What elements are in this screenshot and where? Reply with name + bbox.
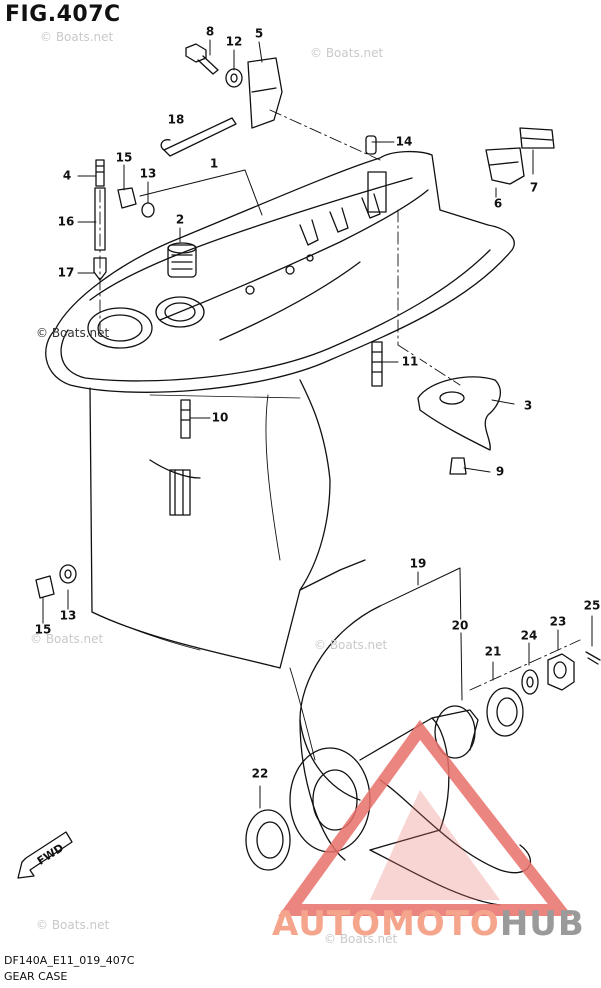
watermark: © Boats.net [310, 46, 384, 60]
watermark: © Boats.net [314, 638, 388, 652]
callout-6: 6 [492, 196, 504, 211]
pin-14 [365, 135, 377, 155]
bolt-10 [180, 399, 191, 439]
gear-case-skeg [89, 379, 331, 669]
watermark: © Boats.net [36, 918, 110, 932]
washer-21 [486, 687, 524, 737]
tube-16 [94, 187, 106, 251]
watermark: © Boats.net [324, 932, 398, 946]
gear-case-top-plate [45, 150, 515, 393]
bolt-11 [371, 341, 383, 387]
callout-14: 14 [394, 134, 414, 149]
brand-wordmark: AUTOMOTOHUB [272, 904, 585, 944]
washer-13 [141, 202, 155, 218]
washer-24 [521, 669, 539, 695]
plug-15 [117, 187, 137, 209]
callout-11: 11 [400, 354, 420, 369]
brand-part-2: HUB [499, 904, 585, 944]
strap-18 [163, 117, 237, 157]
bolt-8 [185, 43, 207, 63]
brand-part-1: AUTOMOTO [272, 904, 500, 944]
spacer-22 [245, 809, 291, 871]
figure-name: GEAR CASE [4, 970, 68, 983]
callout-15: 15 [114, 150, 134, 165]
callout-24: 24 [519, 628, 539, 643]
callout-7: 7 [528, 180, 540, 195]
watermark: © Boats.net [36, 326, 110, 340]
callout-18: 18 [166, 112, 186, 127]
figure-title: FIG.407C [5, 2, 121, 27]
bolt-4 [95, 159, 105, 187]
callout-13-lower: 13 [58, 608, 78, 623]
washer-13-lower [59, 564, 77, 584]
callout-2: 2 [174, 212, 186, 227]
callout-8: 8 [204, 24, 216, 39]
figure-code: DF140A_E11_019_407C [4, 954, 135, 967]
automotohub-logo-icon [278, 719, 573, 916]
cover-6 [485, 147, 525, 185]
trim-tab-3 [417, 376, 501, 451]
callout-16: 16 [56, 214, 76, 229]
callout-13: 13 [138, 166, 158, 181]
callout-23: 23 [548, 614, 568, 629]
callout-25: 25 [582, 598, 601, 613]
bolt-9 [449, 457, 467, 475]
watermark: © Boats.net [30, 632, 104, 646]
watermark: © Boats.net [40, 30, 114, 44]
callout-22: 22 [250, 766, 270, 781]
plug-15-lower [35, 575, 55, 599]
nut-23 [547, 653, 575, 691]
callout-9: 9 [494, 464, 506, 479]
plate-7 [519, 127, 555, 149]
callout-3: 3 [522, 398, 534, 413]
cover-5 [247, 57, 283, 129]
callout-17: 17 [56, 265, 76, 280]
callout-4: 4 [61, 168, 73, 183]
fwd-arrow-icon [17, 831, 73, 879]
washer-12 [225, 68, 243, 88]
callout-19: 19 [408, 556, 428, 571]
callout-20: 20 [450, 618, 470, 633]
assembly-lines [99, 109, 581, 691]
callout-10: 10 [210, 410, 230, 425]
cotter-pin-25 [585, 651, 601, 665]
plug-17 [93, 257, 107, 281]
callout-12: 12 [224, 34, 244, 49]
callout-21: 21 [483, 644, 503, 659]
callout-5: 5 [253, 26, 265, 41]
callout-1: 1 [208, 156, 220, 171]
callout-15-lower: 15 [33, 622, 53, 637]
